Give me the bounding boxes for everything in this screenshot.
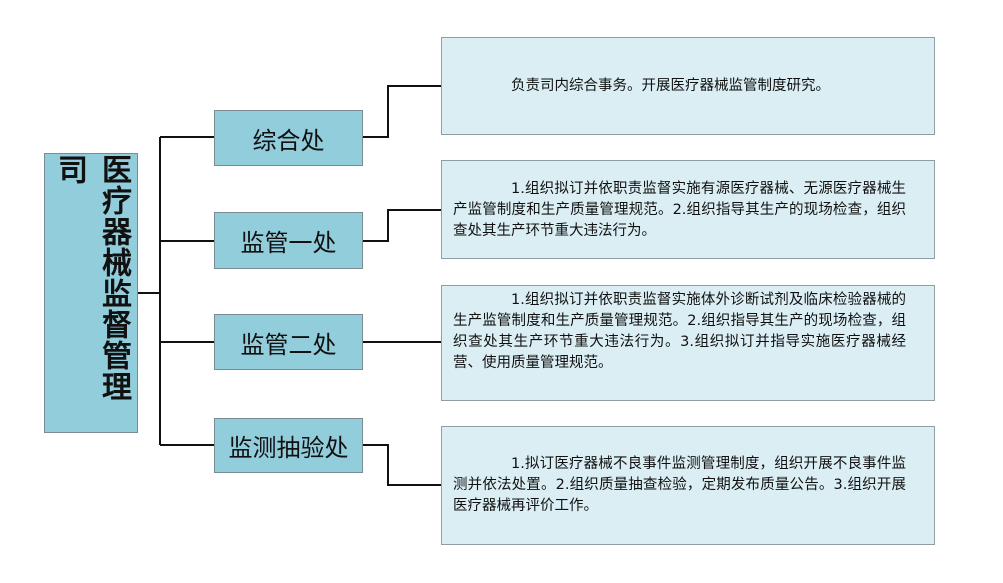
department-label: 监管二处 bbox=[240, 330, 337, 359]
duty-text: 1.组织拟订并依职责监督实施有源医疗器械、无源医疗器械生产监管制度和生产质量管理… bbox=[453, 181, 906, 239]
department-label: 监测抽验处 bbox=[228, 434, 349, 462]
duty-connector-1 bbox=[363, 85, 441, 138]
duty-text: 负责司内综合事务。开展医疗器械监管制度研究。 bbox=[511, 78, 830, 94]
duty-text: 1.拟订医疗器械不良事件监测管理制度，组织开展不良事件监测并依法处置。2.组织质… bbox=[453, 456, 906, 514]
duty-box-supervision-1: 1.组织拟订并依职责监督实施有源医疗器械、无源医疗器械生产监管制度和生产质量管理… bbox=[441, 160, 935, 259]
department-node-supervision-1: 监管一处 bbox=[214, 212, 363, 269]
department-label: 综合处 bbox=[252, 126, 325, 155]
duty-box-supervision-2: 1.组织拟订并依职责监督实施体外诊断试剂及临床检验器械的生产监管制度和生产质量管… bbox=[441, 285, 935, 401]
duty-box-monitoring: 1.拟订医疗器械不良事件监测管理制度，组织开展不良事件监测并依法处置。2.组织质… bbox=[441, 426, 935, 545]
root-node: 医疗器械监督管理司 bbox=[44, 153, 138, 433]
department-node-general: 综合处 bbox=[214, 110, 363, 166]
department-label: 监管一处 bbox=[240, 229, 337, 257]
department-node-supervision-2: 监管二处 bbox=[214, 314, 363, 370]
root-title: 医疗器械监督管理司 bbox=[52, 154, 131, 402]
duty-text: 1.组织拟订并依职责监督实施体外诊断试剂及临床检验器械的生产监管制度和生产质量管… bbox=[453, 292, 906, 371]
duty-connector-2 bbox=[363, 209, 441, 242]
duty-connector-4 bbox=[363, 444, 441, 486]
duty-box-general: 负责司内综合事务。开展医疗器械监管制度研究。 bbox=[441, 37, 935, 135]
department-node-monitoring: 监测抽验处 bbox=[214, 418, 363, 473]
